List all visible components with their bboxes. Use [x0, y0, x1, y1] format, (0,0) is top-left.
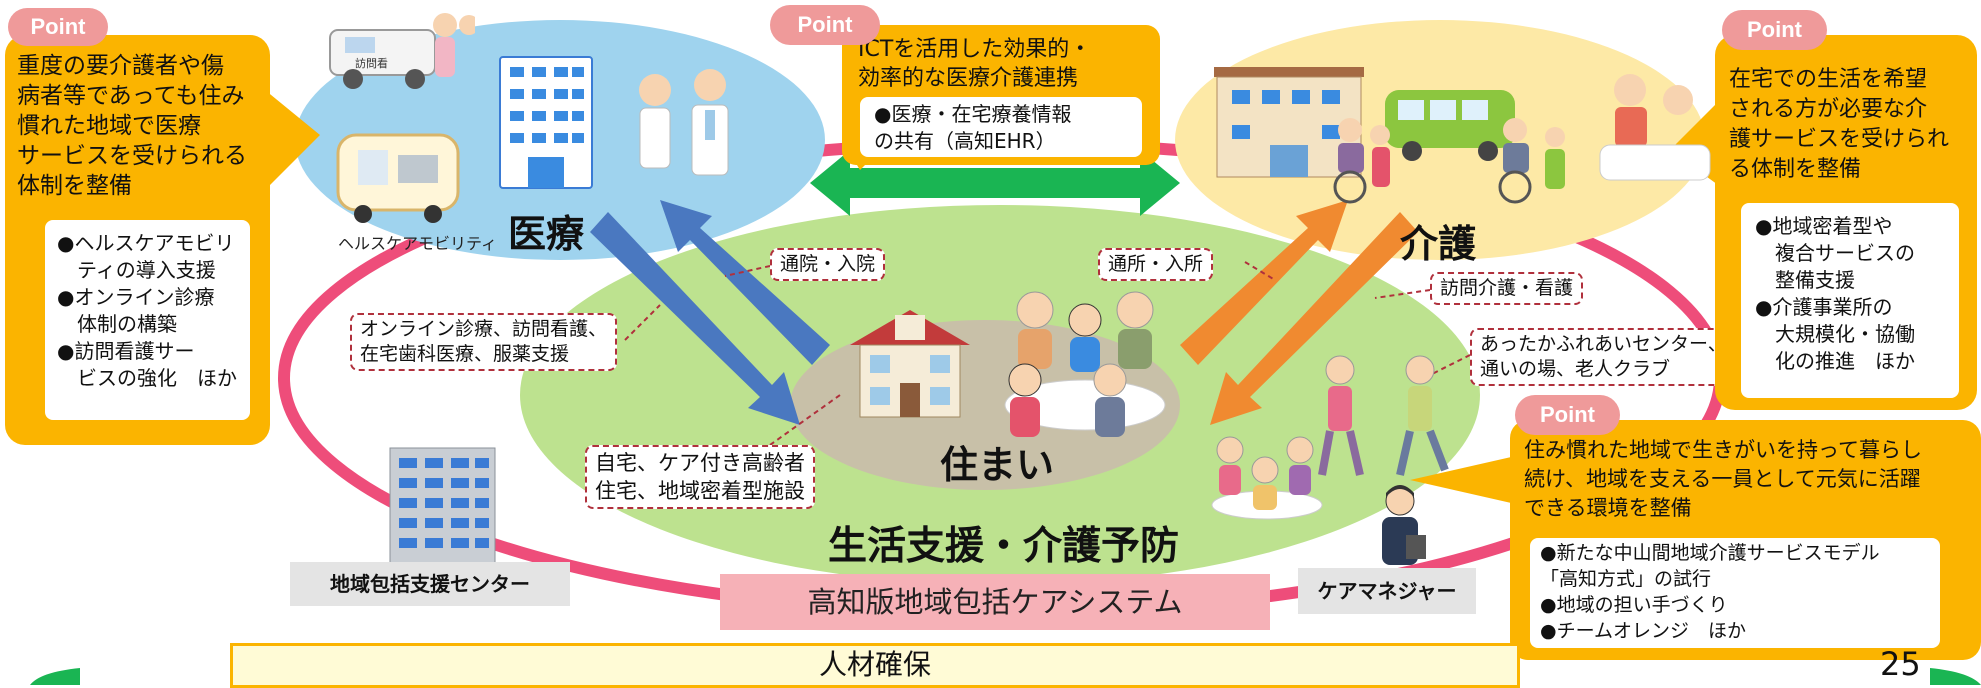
left-callout-heading: 重度の要介護者や傷 病者等であっても住み 慣れた地域で医療 サービスを受けられる… [17, 51, 258, 201]
right-item-3: 整備支援 [1755, 268, 1855, 292]
left-heading-line-1: 重度の要介護者や傷 [17, 53, 224, 79]
left-heading-line-4: サービスを受けられる [17, 143, 247, 169]
visit-van-icon: 訪問看 [329, 13, 475, 89]
exercise-elders-icon [1318, 355, 1449, 476]
left-callout-pointer [265, 90, 320, 190]
elders-table-icon [1211, 436, 1323, 520]
house-icon [850, 310, 970, 418]
left-point-badge: Point [8, 8, 108, 46]
wheelchair-icon-2 [1498, 118, 1565, 204]
hospital-icon [499, 56, 593, 189]
family-icon [1004, 291, 1166, 437]
right-heading-line-4: る体制を整備 [1729, 157, 1862, 182]
system-title: 高知版地域包括ケアシステム [720, 574, 1270, 630]
left-item-4: 体制の構築 [57, 312, 177, 336]
orange-arrow-down [1210, 212, 1418, 425]
online-services-label: オンライン診療、訪問看護、 在宅歯科医療、服薬支援 [350, 313, 618, 371]
right-point-callout: 在宅での生活を希望 される方が必要な介 護サービスを受けられ る体制を整備 ●地… [1715, 35, 1977, 410]
left-point-callout: 重度の要介護者や傷 病者等であっても住み 慣れた地域で医療 サービスを受けられる… [5, 35, 270, 445]
bottom-right-callout-heading: 住み慣れた地域で生きがいを持って暮らし 続け、地域を支える一員として元気に活躍 … [1524, 436, 1967, 523]
care-manager-icon [1382, 485, 1426, 565]
homes-line-1: 自宅、ケア付き高齢者 [595, 451, 805, 475]
daycare-label: 通所・入所 [1098, 248, 1214, 281]
van-text: 訪問看 [355, 56, 388, 70]
bottom-right-item-1: ●新たな中山間地域介護サービスモデル [1540, 542, 1880, 564]
right-heading-line-3: 護サービスを受けられ [1729, 127, 1950, 152]
blue-arrow-up [660, 200, 830, 365]
top-point-callout: ICTを活用した効果的・ 効率的な医療介護連携 ●医療・在宅療養情報 の共有（高… [842, 25, 1160, 165]
right-heading-line-2: される方が必要な介 [1729, 97, 1928, 122]
top-callout-heading: ICTを活用した効果的・ 効率的な医療介護連携 [858, 35, 1144, 93]
online-line-1: オンライン診療、訪問看護、 [360, 318, 608, 340]
bottom-right-callout-list: ●新たな中山間地域介護サービスモデル 「高知方式」の試行 ●地域の担い手づくり … [1530, 538, 1940, 648]
day-service-bus-icon [1385, 90, 1515, 161]
right-curve-arrow [1930, 668, 1981, 685]
left-heading-line-2: 病者等であっても住み [17, 83, 245, 109]
right-item-2: 複合サービスの [1755, 241, 1915, 265]
right-item-1: ●地域密着型や [1755, 214, 1893, 238]
health-mobility-icon [336, 133, 460, 223]
right-item-5: 大規模化・協働 [1755, 322, 1915, 346]
support-center-building-icon [389, 447, 496, 567]
right-heading-line-1: 在宅での生活を希望 [1729, 67, 1928, 92]
left-curve-arrow [30, 668, 80, 685]
visit-care-label: 訪問介護・看護 [1430, 272, 1584, 305]
housing-label: 住まい [940, 443, 1055, 487]
left-callout-list: ●ヘルスケアモビリ ティの導入支援 ●オンライン診療 体制の構築 ●訪問看護サー… [45, 220, 250, 420]
support-center-label: 地域包括支援センター [290, 562, 570, 606]
human-resources-label: 人材確保 [818, 648, 931, 681]
bottom-right-point-badge: Point [1515, 395, 1620, 435]
doctor-nurse-icon [639, 69, 729, 176]
salon-line-2: 通いの場、老人クラブ [1480, 358, 1671, 380]
homes-label: 自宅、ケア付き高齢者 住宅、地域密着型施設 [585, 445, 815, 509]
right-point-badge: Point [1722, 10, 1827, 50]
outpatient-label: 通院・入院 [770, 248, 886, 281]
salon-label: あったかふれあいセンター、 通いの場、老人クラブ [1470, 328, 1737, 386]
support-label: 生活支援・介護予防 [828, 524, 1180, 569]
top-point-badge: Point [770, 5, 880, 45]
left-item-6: ビスの強化 ほか [57, 366, 237, 390]
home-care-bed-icon [1599, 74, 1711, 181]
left-heading-line-5: 体制を整備 [17, 173, 132, 199]
medical-label: 医療 [508, 212, 585, 256]
orange-arrow-up [1180, 200, 1348, 365]
bottom-right-heading-line-1: 住み慣れた地域で生きがいを持って暮らし [1524, 438, 1922, 462]
top-item-1: ●医療・在宅療養情報 [874, 102, 1072, 126]
left-item-5: ●訪問看護サー [57, 339, 195, 363]
right-item-4: ●介護事業所の [1755, 295, 1893, 319]
right-item-6: 化の推進 ほか [1755, 349, 1915, 373]
right-callout-list: ●地域密着型や 複合サービスの 整備支援 ●介護事業所の 大規模化・協働 化の推… [1741, 203, 1959, 398]
bottom-right-callout-pointer [1410, 455, 1520, 505]
left-item-1: ●ヘルスケアモビリ [57, 231, 235, 255]
green-double-arrow [810, 150, 1180, 216]
top-callout-list: ●医療・在宅療養情報 の共有（高知EHR） [860, 97, 1142, 157]
bottom-right-item-3: ●地域の担い手づくり [1540, 594, 1728, 616]
care-label: 介護 [1400, 222, 1477, 266]
right-callout-pointer [1670, 95, 1725, 190]
wheelchair-icon [1333, 118, 1390, 204]
page-number: 25 [1880, 645, 1921, 683]
care-manager-label: ケアマネジャー [1298, 568, 1476, 614]
online-line-2: 在宅歯科医療、服薬支援 [360, 343, 570, 365]
bottom-right-item-2: 「高知方式」の試行 [1540, 568, 1712, 590]
right-callout-heading: 在宅での生活を希望 される方が必要な介 護サービスを受けられ る体制を整備 [1729, 65, 1963, 185]
top-item-2: の共有（高知EHR） [874, 129, 1056, 153]
bottom-right-point-callout: 住み慣れた地域で生きがいを持って暮らし 続け、地域を支える一員として元気に活躍 … [1510, 420, 1981, 660]
top-heading-line-1: ICTを活用した効果的・ [858, 37, 1092, 62]
blue-arrow-down [590, 212, 800, 425]
bottom-right-heading-line-3: できる環境を整備 [1524, 496, 1692, 520]
homes-line-2: 住宅、地域密着型施設 [595, 479, 805, 503]
human-resources-bar: 人材確保 [230, 643, 1520, 688]
left-item-2: ティの導入支援 [57, 258, 216, 282]
health-mobility-label: ヘルスケアモビリティ [338, 234, 498, 253]
top-heading-line-2: 効率的な医療介護連携 [858, 66, 1079, 91]
salon-line-1: あったかふれあいセンター、 [1480, 333, 1727, 355]
care-facility-icon [1214, 67, 1364, 178]
bottom-right-item-4: ●チームオレンジ ほか [1540, 620, 1747, 642]
left-heading-line-3: 慣れた地域で医療 [17, 113, 201, 139]
left-item-3: ●オンライン診療 [57, 285, 215, 309]
bottom-right-heading-line-2: 続け、地域を支える一員として元気に活躍 [1524, 467, 1921, 491]
